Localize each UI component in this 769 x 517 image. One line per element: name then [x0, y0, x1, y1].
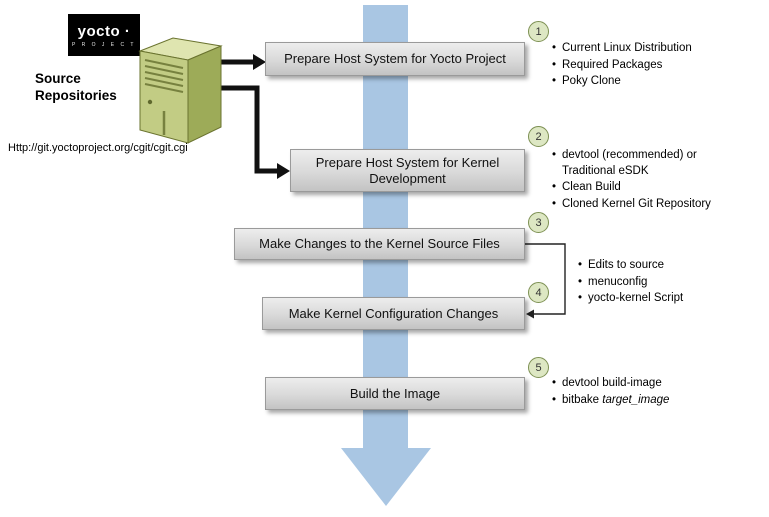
step-5-bullet-list: devtool build-image bitbake target_image: [550, 376, 755, 409]
repository-url: Http://git.yoctoproject.org/cgit/cgit.cg…: [8, 142, 188, 154]
flow-arrow-head: [341, 448, 431, 506]
step-box-prepare-host-kernel: Prepare Host System for Kernel Developme…: [290, 149, 525, 192]
step-box-build-image: Build the Image: [265, 377, 525, 410]
bitbake-target-image: target_image: [602, 393, 670, 406]
step-box-prepare-host-yocto: Prepare Host System for Yocto Project: [265, 42, 525, 76]
yocto-logo-subtext: P R O J E C T: [72, 41, 136, 48]
bullet-item: yocto-kernel Script: [576, 291, 756, 307]
bullet-item: Required Packages: [550, 58, 765, 74]
step-1-bullet-list: Current Linux Distribution Required Pack…: [550, 41, 765, 91]
server-icon: [138, 37, 223, 144]
bullet-item: bitbake target_image: [550, 393, 755, 409]
yocto-logo: yocto · P R O J E C T: [68, 14, 140, 56]
step-number-4: 4: [528, 282, 549, 303]
steps-3-4-bullet-list: Edits to source menuconfig yocto-kernel …: [576, 258, 756, 308]
bullet-item: menuconfig: [576, 275, 756, 291]
bullet-item: devtool build-image: [550, 376, 755, 392]
step-number-5: 5: [528, 357, 549, 378]
bullet-item: Edits to source: [576, 258, 756, 274]
source-repositories-label: Source Repositories: [35, 71, 117, 103]
step-2-bullet-list: devtool (recommended) or Traditional eSD…: [550, 148, 722, 213]
flow-arrow-shaft: [363, 5, 408, 448]
yocto-logo-text: yocto ·: [77, 22, 131, 40]
step-number-2: 2: [528, 126, 549, 147]
bullet-item: Poky Clone: [550, 74, 765, 90]
bullet-item: Cloned Kernel Git Repository: [550, 197, 722, 213]
bullet-item: Clean Build: [550, 180, 722, 196]
step-number-1: 1: [528, 21, 549, 42]
bitbake-command-prefix: bitbake: [562, 393, 603, 406]
bullet-item: devtool (recommended) or Traditional eSD…: [550, 148, 722, 179]
bullet-item: Current Linux Distribution: [550, 41, 765, 57]
step-box-make-source-changes: Make Changes to the Kernel Source Files: [234, 228, 525, 260]
step-box-make-config-changes: Make Kernel Configuration Changes: [262, 297, 525, 330]
step-number-3: 3: [528, 212, 549, 233]
connector-step3-to-step4: [525, 243, 566, 319]
